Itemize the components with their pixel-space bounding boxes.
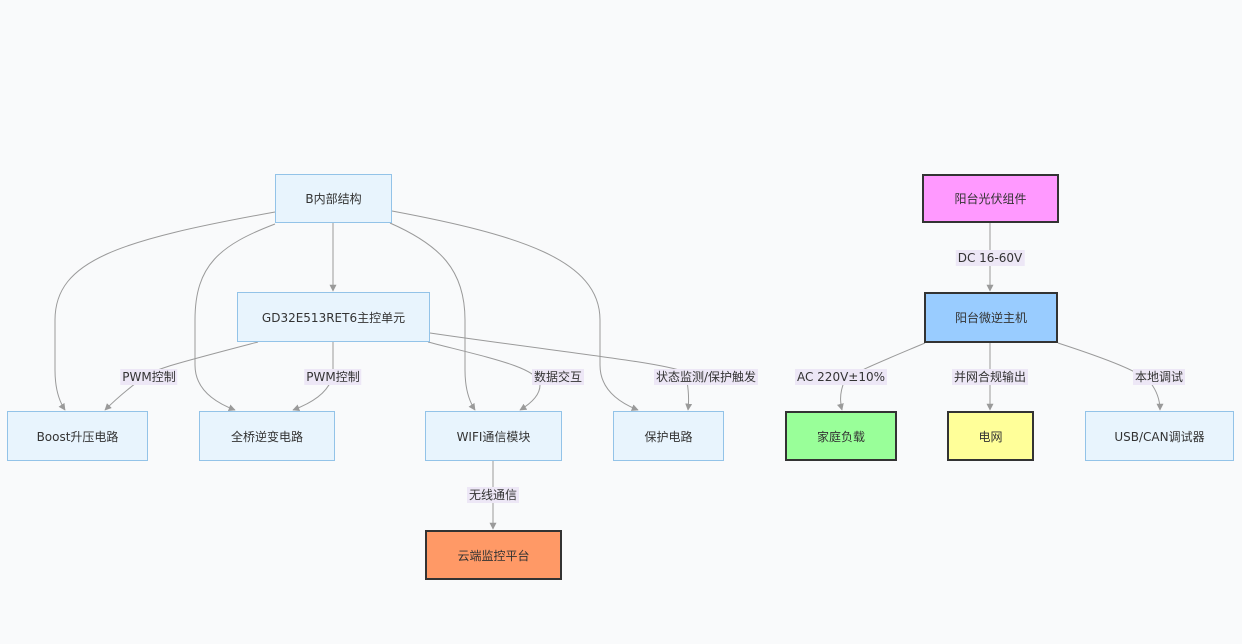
edge-label-wireless: 无线通信	[466, 487, 520, 503]
node-mcu: GD32E513RET6主控单元	[237, 292, 430, 342]
node-protect: 保护电路	[613, 411, 724, 461]
edge-label-dc: DC 16-60V	[955, 250, 1025, 266]
edge-label-debug: 本地调试	[1132, 369, 1186, 385]
edge-label-data: 数据交互	[531, 369, 585, 385]
edge-label-ac: AC 220V±10%	[794, 369, 888, 385]
edge-b-to-boost	[54, 211, 276, 411]
node-inverter: 全桥逆变电路	[199, 411, 335, 461]
edge-label-pwm-boost: PWM控制	[120, 369, 178, 385]
edge-label-gridtie: 并网合规输出	[951, 369, 1029, 385]
edge-b-to-protect	[391, 210, 639, 411]
node-b-internal: B内部结构	[275, 174, 392, 223]
edge-mcu-to-protect	[429, 332, 693, 411]
node-boost: Boost升压电路	[7, 411, 148, 461]
node-pv: 阳台光伏组件	[922, 174, 1059, 223]
edge-b-to-inverter	[194, 223, 276, 412]
node-load: 家庭负载	[785, 411, 897, 461]
node-grid: 电网	[947, 411, 1034, 461]
node-debugger: USB/CAN调试器	[1085, 411, 1234, 461]
edge-b-to-wifi	[389, 222, 476, 411]
node-wifi: WIFI通信模块	[425, 411, 562, 461]
node-host: 阳台微逆主机	[924, 292, 1058, 343]
edge-label-monitor: 状态监测/保护触发	[653, 369, 759, 385]
node-cloud: 云端监控平台	[425, 530, 562, 580]
edge-mcu-to-wifi	[427, 341, 541, 411]
edge-label-pwm-inverter: PWM控制	[304, 369, 362, 385]
